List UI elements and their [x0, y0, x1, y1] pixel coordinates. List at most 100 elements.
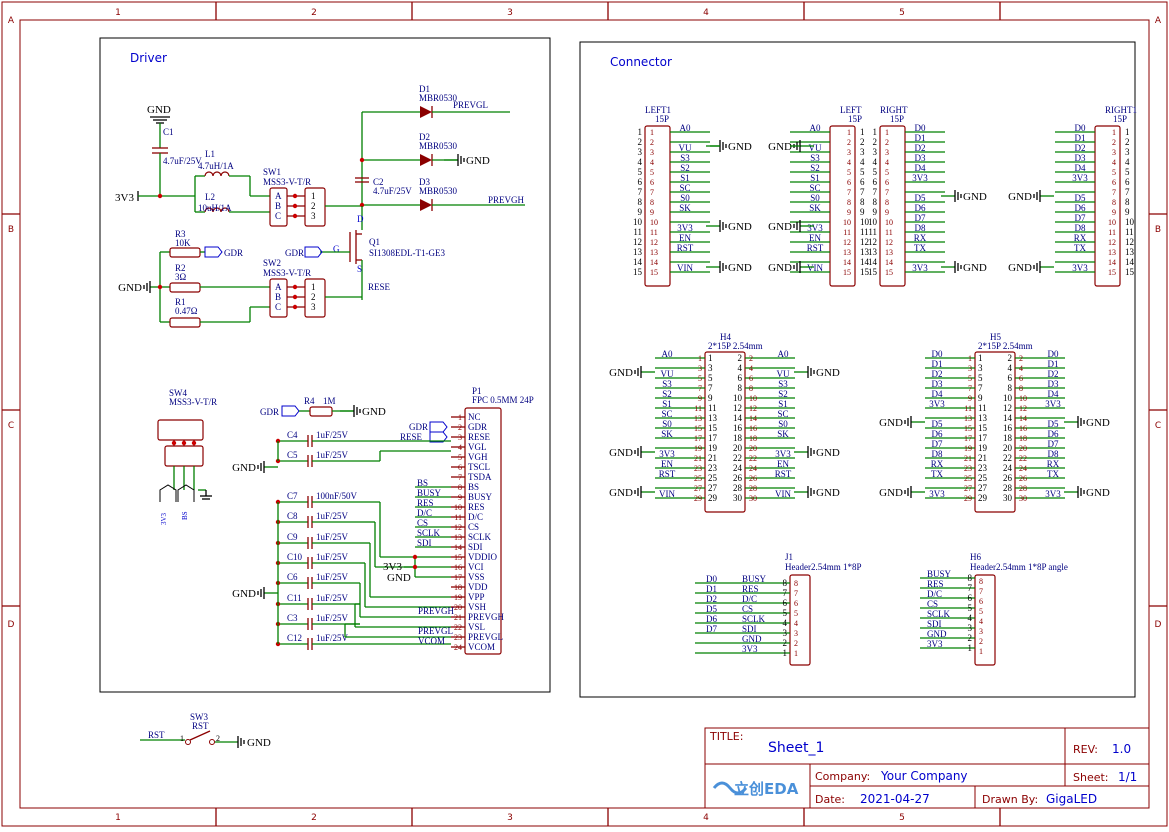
right2-pin-label: 4	[873, 157, 878, 167]
sw3-pin-number: 1	[180, 734, 184, 743]
left2-net: A0	[810, 123, 821, 133]
h4-pin-left: 27	[708, 483, 718, 493]
gnd-symbol: GND	[1064, 486, 1110, 499]
h4-pin-left: 21	[708, 453, 717, 463]
left1-pin-label: 11	[633, 227, 642, 237]
h6-body	[974, 574, 996, 666]
right1-pin-number: 6	[1112, 178, 1116, 187]
h4-pin-right-number: 20	[749, 444, 757, 453]
right1-net: D5	[1075, 193, 1086, 203]
h5-pin-right: 24	[1003, 463, 1013, 473]
gnd-label: GND	[609, 487, 633, 499]
left2-pin-number: 1	[847, 128, 851, 137]
sw1-switch-pin-number: 2	[311, 201, 316, 211]
h4-pin-right: 18	[733, 433, 743, 443]
h5-pin-right-number: 26	[1019, 474, 1027, 483]
right1-net: D2	[1075, 143, 1086, 153]
gnd-label: GND	[1008, 191, 1032, 203]
label: 15P	[848, 114, 862, 124]
left1-net: SC	[679, 183, 690, 193]
p1-pin-number: 21	[454, 613, 462, 622]
right2-pin-label: 7	[873, 187, 878, 197]
net-port	[159, 484, 177, 502]
h4-net-left: S3	[662, 379, 672, 389]
sw1-pin-label: A	[275, 191, 282, 201]
left2-pin-label: 2	[860, 137, 865, 147]
h4-pin-right: 6	[738, 373, 743, 383]
h5-net-right: D3	[1048, 379, 1059, 389]
h5-pin-left-number: 13	[964, 414, 972, 423]
h4-pin-left-number: 7	[698, 384, 702, 393]
h4-pin-right-number: 14	[749, 414, 757, 423]
right2-pin-number: 7	[885, 188, 889, 197]
h5-pin-right-number: 4	[1019, 364, 1023, 373]
h5-pin-left: 5	[978, 373, 983, 383]
label: 1uF/25V	[316, 572, 349, 582]
right1-pin-label: 8	[1125, 197, 1130, 207]
net-port	[281, 405, 300, 417]
h5-net-left: D0	[932, 349, 943, 359]
switch-contact	[209, 739, 215, 745]
j1-net-left: D5	[706, 604, 717, 614]
h4-pin-left-number: 21	[694, 454, 702, 463]
left1-pin-label: 14	[633, 257, 643, 267]
gnd-symbol: GND	[609, 366, 655, 379]
right1-pin-label: 7	[1125, 187, 1130, 197]
p1-net-label: PREVGH	[418, 606, 455, 616]
sw1-pin-label: C	[275, 211, 281, 221]
h4-pin-right-number: 2	[749, 354, 753, 363]
right2-pin-label: 3	[873, 147, 878, 157]
h4-net-right: S1	[778, 399, 788, 409]
h6-net: RES	[927, 579, 944, 589]
p1-pin-number: 8	[458, 483, 462, 492]
connector-title: Connector	[610, 55, 672, 69]
right1-pin-label: 12	[1125, 237, 1134, 247]
h5-pin-right: 14	[1003, 413, 1013, 423]
h4-net-right: S2	[778, 389, 788, 399]
p1-pin-name: RES	[468, 502, 485, 512]
right1-net: RX	[1074, 233, 1087, 243]
right2-net: D0	[915, 123, 926, 133]
sw1-switch-body	[304, 187, 326, 227]
h4-net-right: VU	[777, 369, 790, 379]
label: R2	[175, 263, 186, 273]
h6-pin-label: 6	[968, 593, 973, 603]
net-rese-label: RESE	[368, 282, 391, 292]
zone-col-label: 1	[115, 813, 121, 823]
j1-pin-number: 4	[794, 619, 798, 628]
h4-pin-right: 12	[733, 403, 742, 413]
h5-net-left: TX	[931, 469, 943, 479]
p1-pin-number: 5	[458, 453, 462, 462]
sw2-body	[269, 278, 288, 318]
right2-pin-label: 10	[868, 217, 878, 227]
right1-pin-label: 5	[1125, 167, 1130, 177]
gnd-label: GND	[728, 221, 752, 233]
p1-pin-number: 15	[454, 553, 462, 562]
left1-net: S2	[680, 163, 690, 173]
left1-pin-label: 9	[638, 207, 643, 217]
label: 100nF/50V	[316, 491, 358, 501]
left2-net: EN	[809, 233, 821, 243]
gnd-label: GND	[728, 141, 752, 153]
right2-pin-label: 12	[868, 237, 877, 247]
p1-pin-name: TSDA	[468, 472, 492, 482]
h6-pin-number: 7	[979, 587, 983, 596]
h4-pin-left-number: 3	[698, 364, 702, 373]
label: C7	[287, 491, 298, 501]
net-port	[429, 421, 448, 433]
label: P1	[472, 386, 482, 396]
left1-pin-label: 10	[633, 217, 643, 227]
label: 15P	[1113, 114, 1127, 124]
gnd-label: GND	[768, 262, 792, 274]
label: 1uF/25V	[316, 511, 349, 521]
right2-net: D6	[915, 203, 926, 213]
junction-dot	[412, 554, 418, 560]
company-value: Your Company	[880, 769, 968, 783]
gnd-symbol: GND	[941, 190, 987, 203]
label: C11	[287, 593, 302, 603]
h6-pin-number: 5	[979, 607, 983, 616]
left1-net: 3V3	[677, 223, 693, 233]
h5-net-right: D1	[1048, 359, 1059, 369]
label: MSS3-V-T/R	[263, 268, 311, 278]
